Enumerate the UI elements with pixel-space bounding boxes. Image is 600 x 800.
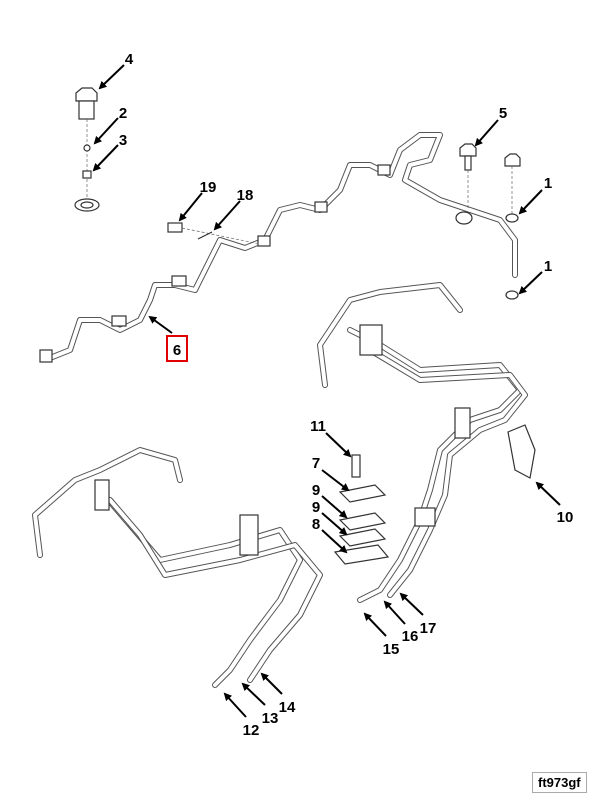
callout-label: 15 [383,641,400,658]
callout-label: 16 [402,628,419,645]
callout-label: 13 [262,710,279,727]
callout-arrow [518,189,543,215]
callout-label: 5 [499,105,507,122]
highlight-box [166,335,188,362]
callout-label: 7 [312,455,320,472]
callout-arrow [321,495,348,519]
callout-arrow [178,192,203,222]
callout-label: 1 [544,175,552,192]
callout-label: 1 [544,258,552,275]
callout-arrow [321,512,348,536]
callout-arrow [223,692,247,718]
callout-label: 19 [200,179,217,196]
callout-arrow [92,144,119,172]
fitting-19-18 [167,222,261,245]
callout-label: 10 [557,509,574,526]
callout-arrow [363,612,387,637]
callout-arrow [93,117,119,145]
callout-arrow [474,119,499,147]
callout-arrow [213,200,241,231]
callout-label: 3 [119,132,127,149]
fuel-drain-line-part [39,132,518,363]
callout-label: 9 [312,482,320,499]
callout-arrow [325,432,352,458]
callout-label: 11 [310,418,326,435]
figure-code: ft973gf [532,772,587,793]
callout-label: 2 [119,105,127,122]
bolt-5-washers-1 [459,143,521,300]
callout-arrow [148,315,173,334]
callout-arrow [98,64,125,90]
callout-label-highlighted[interactable]: 6 [173,342,181,359]
banjo-bolt-part [74,87,100,212]
callout-label: 9 [312,499,320,516]
callout-arrow [383,600,406,625]
callout-arrow [321,469,350,492]
callout-label: 4 [125,51,134,68]
callout-arrow [535,481,561,506]
callout-label: 8 [312,516,320,533]
callout-arrow [399,592,424,616]
callout-arrow [241,682,266,706]
callout-label: 18 [237,187,254,204]
bracket-10 [507,424,536,479]
callout-label: 12 [243,722,260,739]
callout-arrow [321,529,348,554]
fuel-line-bundle-left [32,447,323,688]
fuel-line-bundle-right [317,282,528,603]
clamp-stack-7-8-9-11 [333,454,390,565]
callout-label: 17 [420,620,437,637]
callout-arrow [260,672,283,695]
callout-label: 14 [279,699,296,716]
callout-arrow [518,271,543,295]
